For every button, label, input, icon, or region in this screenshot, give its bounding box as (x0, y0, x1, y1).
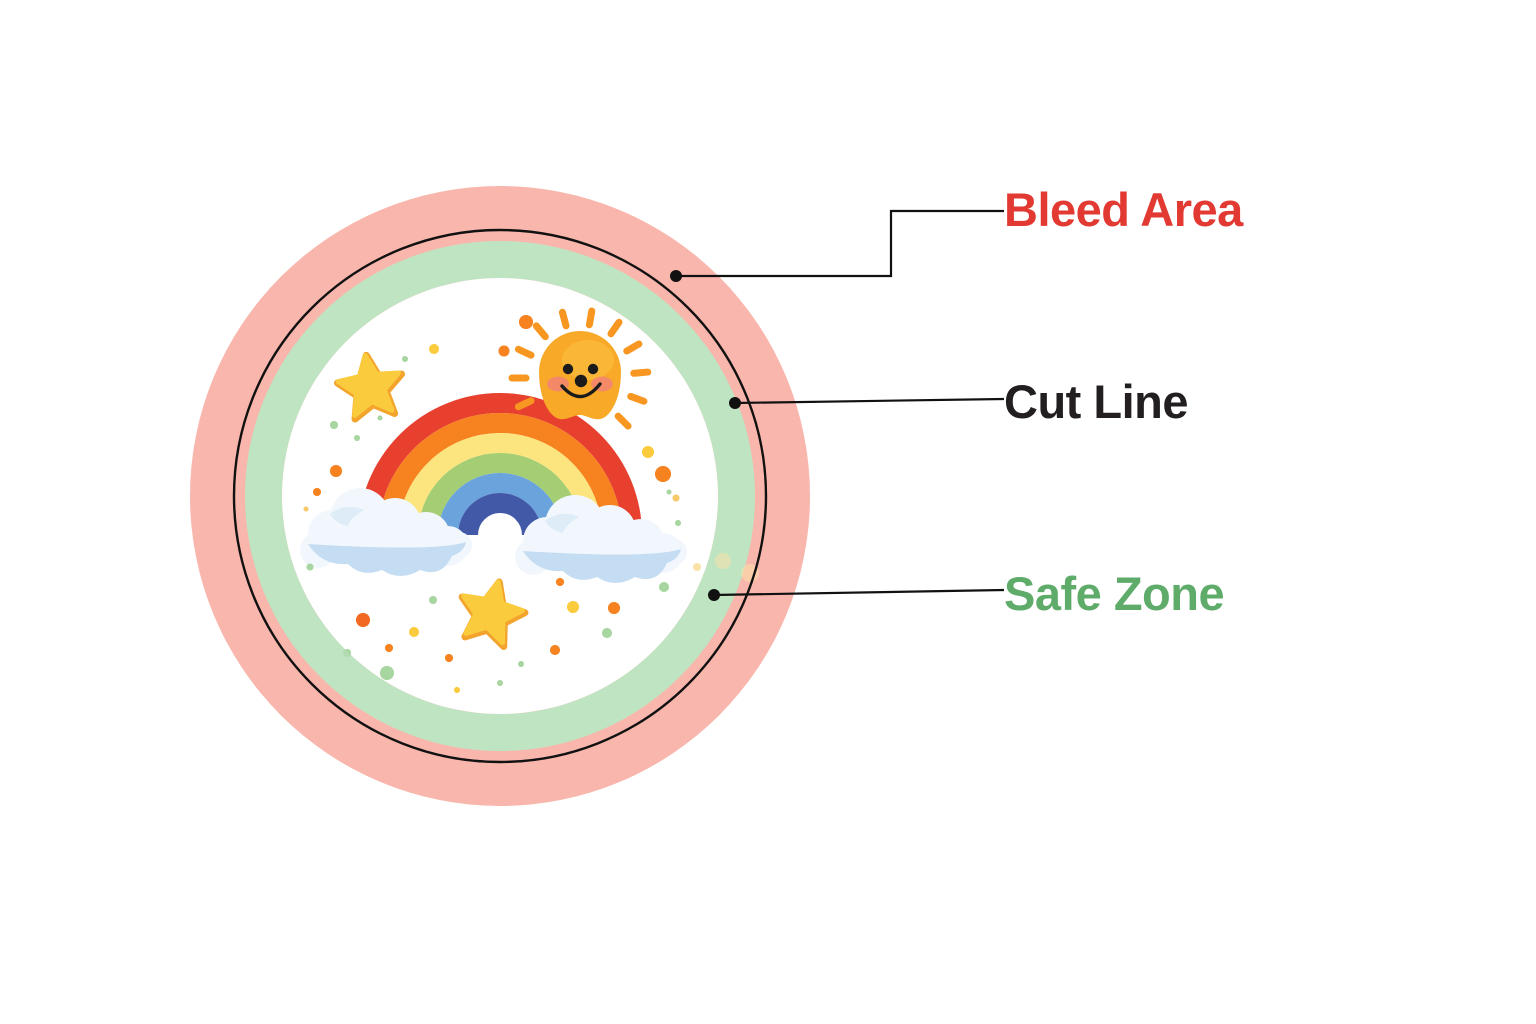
sun-ray (623, 340, 643, 355)
star-fill (335, 353, 401, 418)
sun-ray (627, 392, 648, 405)
sun-ray (514, 345, 535, 359)
confetti-dot-bleed (715, 553, 731, 569)
confetti-dot-bleed (330, 465, 342, 477)
artwork-bleed-spill (303, 315, 759, 693)
leader-line-cut (734, 397, 1005, 405)
confetti-dot-bleed (675, 520, 681, 526)
confetti-dot-bleed (380, 666, 394, 680)
cut-line-label: Cut Line (1004, 375, 1188, 428)
confetti-dot-bleed (385, 644, 393, 652)
leader-dot-cut (729, 397, 741, 409)
confetti-dot-bleed (556, 578, 564, 586)
safe-zone-label: Safe Zone (1004, 567, 1225, 620)
rainbow-band-orange (378, 413, 622, 536)
leader-dot-bleed (670, 270, 682, 282)
sun-smile (560, 382, 602, 399)
confetti-dot-bleed (343, 649, 351, 657)
confetti-dot-bleed (655, 466, 671, 482)
leader-lines-group (670, 209, 1005, 601)
confetti-dot-bleed (429, 344, 439, 354)
confetti-dot-bleed (672, 494, 680, 502)
sun-eye (562, 363, 574, 375)
sun-eye (587, 363, 599, 375)
confetti-dot-bleed (354, 435, 360, 441)
star-upper-left (334, 351, 406, 423)
sun-icon (508, 307, 652, 430)
confetti-dot-bleed (497, 680, 503, 686)
sun-highlight (562, 340, 614, 380)
confetti-dot-bleed (356, 613, 370, 627)
confetti-dot-bleed (693, 563, 701, 571)
leader-line-safe (713, 588, 1005, 597)
cloud-shading (330, 506, 364, 526)
rainbow-band-dark-blue (458, 493, 542, 536)
artwork-group (300, 307, 718, 693)
rainbow-band-yellow (398, 433, 602, 536)
confetti-dot-bleed (567, 601, 579, 613)
confetti-dot-bleed (377, 415, 383, 421)
cloud-shading (523, 549, 681, 583)
confetti-dot-bleed (602, 628, 612, 638)
confetti-dot-bleed (519, 315, 533, 329)
star-fill (460, 579, 525, 645)
cloud-right (515, 495, 687, 583)
leader-line-bleed (676, 209, 1004, 278)
confetti-dot-bleed (518, 661, 524, 667)
bleed-area-label: Bleed Area (1004, 183, 1243, 236)
cloud-shading (545, 513, 579, 533)
cloud-left (300, 488, 472, 576)
confetti-dot-bleed (303, 506, 309, 512)
confetti-dot-bleed (402, 356, 408, 362)
sun-ray (514, 397, 535, 411)
sun-ray (558, 308, 570, 330)
confetti-dot-bleed (429, 596, 437, 604)
confetti-dot-bleed (409, 627, 419, 637)
star-lower-center (458, 578, 529, 651)
confetti-dot-bleed (550, 645, 560, 655)
confetti-dot-bleed (313, 488, 321, 496)
sun-ray (607, 318, 623, 338)
sun-ray (614, 412, 632, 430)
confetti-dot-bleed (445, 654, 453, 662)
confetti-dot-bleed (330, 421, 338, 429)
rainbow-band-red (358, 393, 642, 536)
confetti-dot-bleed (498, 345, 510, 357)
confetti-dot-bleed (454, 687, 460, 693)
rainbow-band-light-blue (438, 473, 562, 536)
confetti-dot-bleed (608, 602, 620, 614)
cloud-shading (308, 542, 466, 576)
leader-dot-safe (708, 589, 720, 601)
safe-zone-ring (245, 241, 755, 751)
cut-line-circle (232, 228, 768, 764)
sun-ray (585, 307, 596, 329)
sun-nose (574, 374, 588, 388)
confetti-dot-bleed (666, 489, 672, 495)
confetti-dot-bleed (741, 564, 759, 582)
confetti-dot-bleed (306, 563, 314, 571)
sun-ray (532, 322, 549, 341)
confetti-dot-bleed (642, 446, 654, 458)
confetti-dot-bleed (659, 582, 669, 592)
sun-ray (630, 368, 652, 377)
